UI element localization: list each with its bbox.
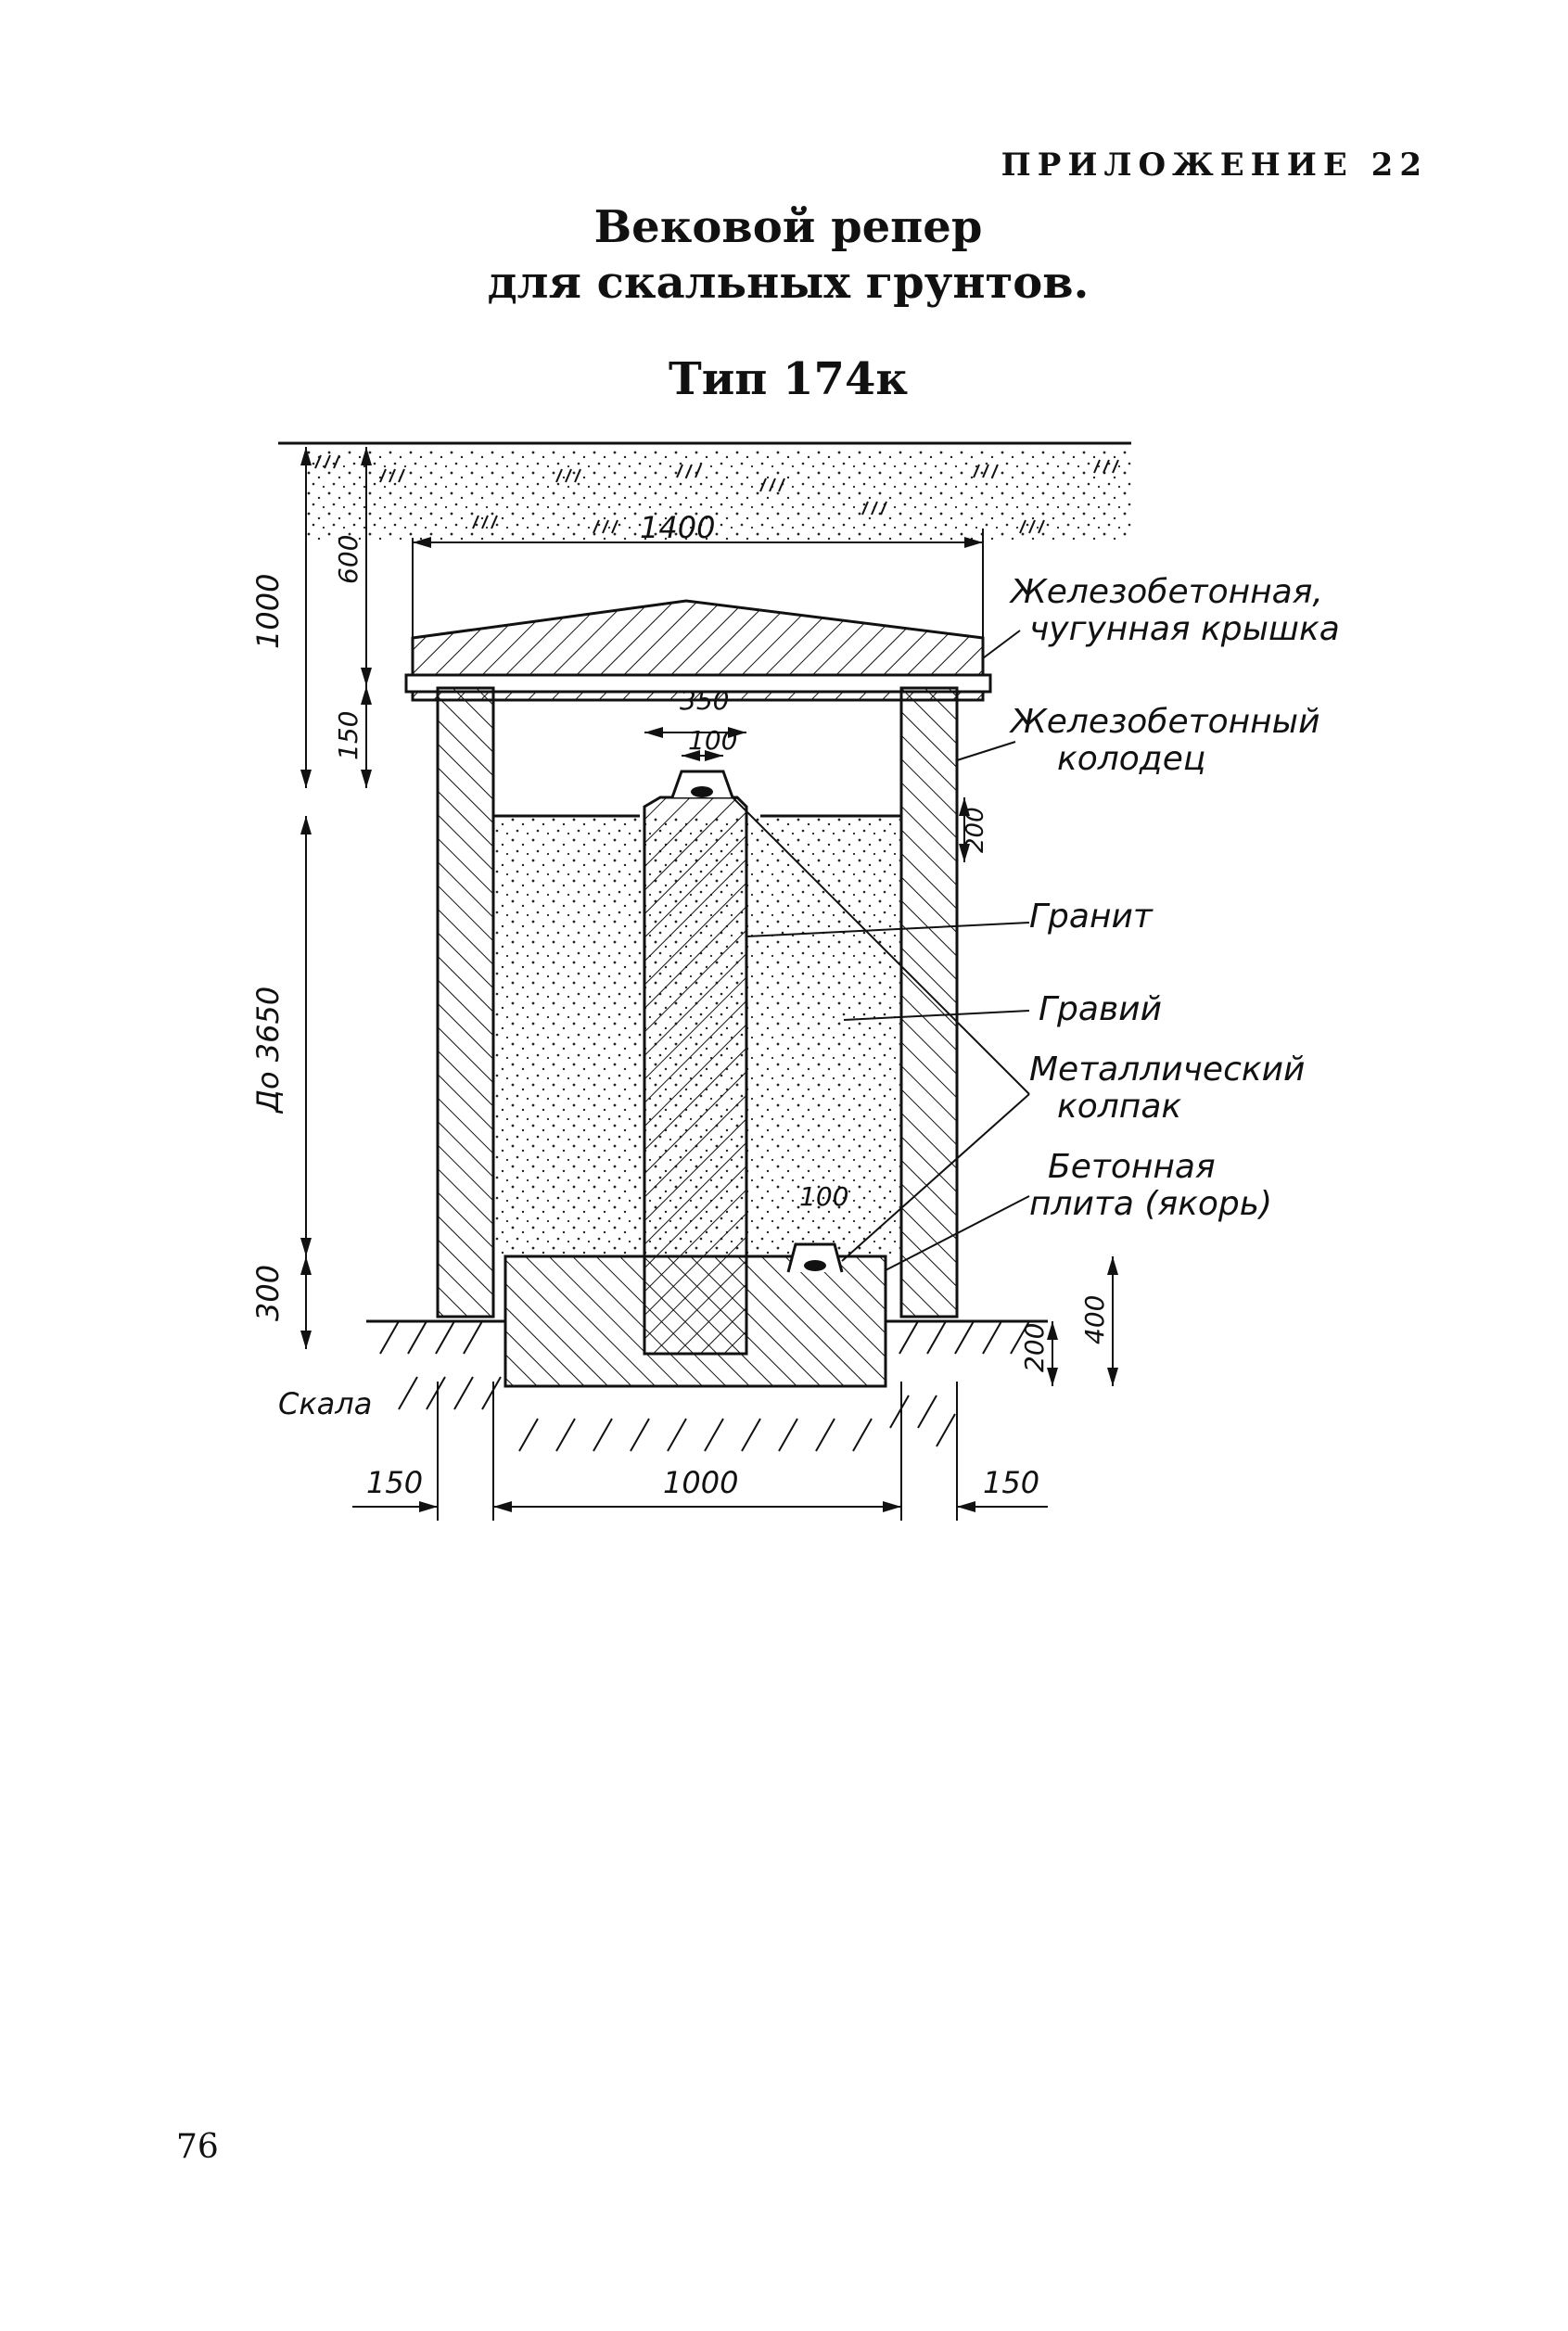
- label-well-1: Железобетонный: [1009, 703, 1320, 741]
- dim-cap-offset: 200: [962, 807, 989, 853]
- dim-plate-embed: 200: [1019, 1323, 1050, 1372]
- metal-cap-top: [670, 770, 734, 798]
- dim-soil-depth: 600: [333, 535, 363, 584]
- label-cover-1: Железобетонная,: [1009, 573, 1323, 611]
- dim-cap-bottom: 100: [799, 1181, 848, 1212]
- rock-base: [366, 1319, 1048, 1452]
- dim-pillar-width: 350: [680, 685, 729, 716]
- dim-gravel-depth: До 3650: [250, 987, 286, 1115]
- label-rock: Скала: [278, 1386, 372, 1421]
- appendix-label: ПРИЛОЖЕНИЕ 22: [1001, 146, 1428, 184]
- page-number: 76: [176, 2128, 219, 2166]
- label-cover-2: чугунная крышка: [1029, 610, 1340, 648]
- label-cap-1: Металлический: [1029, 1051, 1305, 1089]
- dim-inner-width: 1000: [663, 1465, 738, 1500]
- soil-layer: [278, 441, 1131, 540]
- label-well-2: колодец: [1057, 740, 1205, 778]
- title-line-2: для скальных грунтов.: [487, 257, 1090, 309]
- dim-plate-total: 400: [1079, 1295, 1110, 1344]
- label-anchor-2: плита (якорь): [1029, 1185, 1272, 1223]
- type-label: Тип 174к: [668, 353, 909, 405]
- title-line-1: Вековой репер: [593, 201, 983, 253]
- dim-wall-left: 150: [366, 1465, 423, 1500]
- dim-total-upper: 1000: [250, 574, 286, 649]
- dim-wall-right: 150: [983, 1465, 1039, 1500]
- dim-cover-width: 1400: [640, 510, 715, 545]
- dimension-lines: [300, 447, 1118, 1521]
- dim-cap-top: 100: [688, 725, 737, 756]
- granite-pillar: [643, 796, 748, 1356]
- cover: [404, 599, 992, 702]
- label-granite: Гранит: [1029, 898, 1154, 936]
- well-walls: [436, 686, 959, 1318]
- dim-gap: 150: [333, 711, 363, 760]
- label-gravel: Гравий: [1039, 990, 1162, 1028]
- title-block: Вековой репер для скальных грунтов. Тип …: [464, 199, 1113, 407]
- label-cap-2: колпак: [1057, 1088, 1181, 1126]
- metal-cap-bottom: [786, 1242, 844, 1273]
- leader-lines: [732, 630, 1030, 1271]
- dim-anchor-height: 300: [250, 1265, 286, 1321]
- label-anchor-1: Бетонная: [1048, 1148, 1216, 1186]
